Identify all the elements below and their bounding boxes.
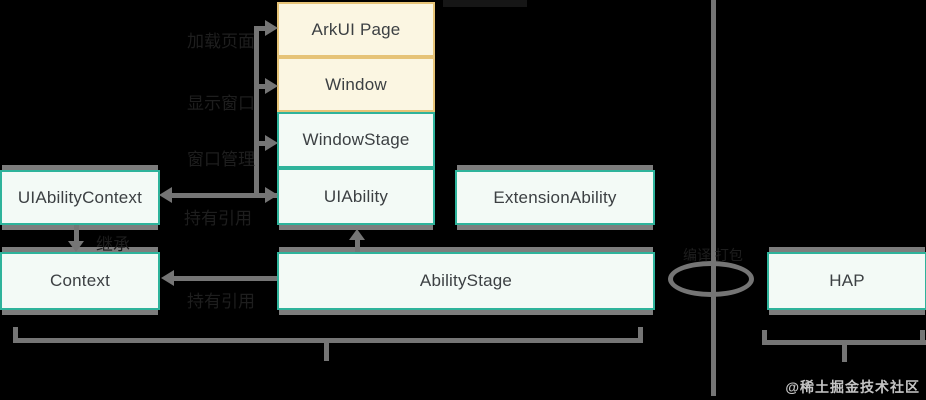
box-abilitystage: AbilityStage bbox=[277, 252, 655, 310]
box-uiability: UIAbility bbox=[277, 168, 435, 225]
divider-line bbox=[711, 0, 716, 396]
compile-crossing-ellipse bbox=[668, 261, 754, 297]
connector-stub-arkui-page bbox=[254, 26, 266, 31]
edge-label-load-page: 加载页面 bbox=[187, 32, 255, 51]
connector-stub-windowstage bbox=[254, 141, 266, 146]
arrowhead-into-arkui-page bbox=[265, 20, 278, 36]
box-context-label: Context bbox=[50, 271, 110, 290]
box-context: Context bbox=[0, 252, 160, 310]
connector-abilitystage-uiability bbox=[355, 238, 360, 252]
bracket-right-horizontal bbox=[762, 340, 926, 345]
arrowhead-into-uiability-bottom bbox=[349, 229, 365, 240]
box-hap: HAP bbox=[767, 252, 926, 310]
arrowhead-into-uiability bbox=[265, 187, 278, 203]
cropped-text-fragment bbox=[443, 0, 527, 7]
arrowhead-into-windowstage bbox=[265, 135, 278, 151]
box-uiabilitycontext-label: UIAbilityContext bbox=[17, 187, 143, 207]
edge-label-inherit: 继承 bbox=[96, 235, 130, 254]
connector-abilitystage-context bbox=[172, 276, 277, 281]
bracket-left-tail bbox=[324, 343, 329, 361]
box-abilitystage-label: AbilityStage bbox=[419, 271, 513, 290]
bracket-left-end-left bbox=[13, 327, 18, 343]
bracket-left-horizontal bbox=[13, 338, 643, 343]
arrowhead-into-context-right bbox=[161, 270, 174, 286]
box-window: Window bbox=[277, 57, 435, 112]
box-hap-label: HAP bbox=[829, 271, 865, 290]
box-uiability-label: UIAbility bbox=[323, 186, 389, 206]
box-windowstage-label: WindowStage bbox=[302, 130, 410, 149]
arrowhead-into-uiabilitycontext bbox=[159, 187, 172, 203]
edge-label-hold-reference: 持有引用 bbox=[187, 292, 255, 311]
bracket-right-tail bbox=[842, 345, 847, 362]
box-extensionability: ExtensionAbility bbox=[455, 170, 655, 225]
box-window-label: Window bbox=[325, 74, 387, 94]
edge-label-hold-context: 持有引用 bbox=[184, 209, 252, 228]
bracket-right-end-right bbox=[920, 330, 925, 345]
connector-uiability-riser bbox=[254, 28, 259, 195]
bracket-right-end-left bbox=[762, 330, 767, 345]
connector-stub-window bbox=[254, 84, 266, 89]
bracket-left-end-right bbox=[638, 327, 643, 343]
box-windowstage: WindowStage bbox=[277, 112, 435, 168]
box-arkui-page-label: ArkUI Page bbox=[311, 19, 401, 39]
connector-uiability-uiabilitycontext bbox=[170, 193, 277, 198]
arrowhead-into-window bbox=[265, 78, 278, 94]
box-uiabilitycontext: UIAbilityContext bbox=[0, 170, 160, 225]
edge-label-compile-package: 编译 打包 bbox=[683, 247, 743, 263]
connector-uiabilitycontext-context bbox=[74, 225, 79, 244]
edge-label-show-window: 显示窗口 bbox=[187, 94, 255, 113]
box-extensionability-label: ExtensionAbility bbox=[493, 187, 617, 207]
edge-label-window-manage: 窗口管理 bbox=[187, 150, 255, 169]
juejin-watermark: @稀土掘金技术社区 bbox=[785, 379, 920, 395]
arrowhead-into-context-top bbox=[68, 241, 84, 252]
box-arkui-page: ArkUI Page bbox=[277, 2, 435, 57]
